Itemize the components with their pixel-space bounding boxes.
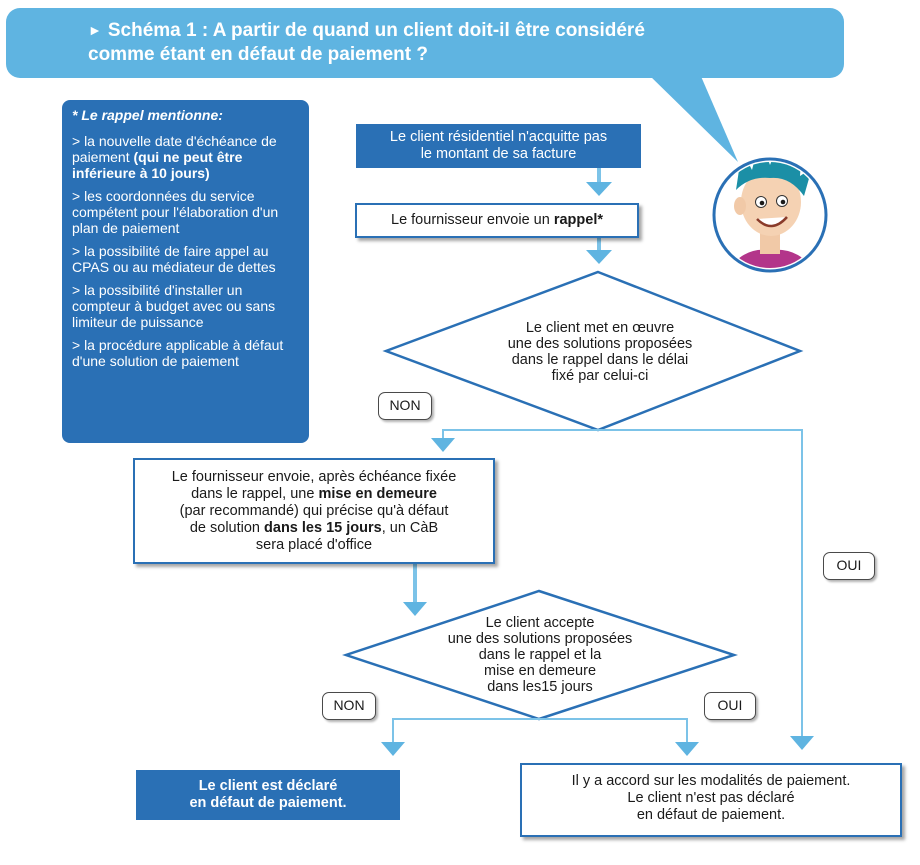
title-banner <box>6 8 844 78</box>
label-non-2: NON <box>322 692 376 720</box>
label-non-1: NON <box>378 392 432 420</box>
label-oui-1: OUI <box>823 552 875 580</box>
play-triangle-icon: ► <box>88 22 102 38</box>
speech-bubble-tail <box>648 74 738 162</box>
note-item: > la procédure applicable à défaut d'une… <box>72 337 284 369</box>
rappel-note-panel: * Le rappel mentionne: > la nouvelle dat… <box>62 100 309 443</box>
arrow-head <box>381 742 405 756</box>
arrow-head <box>586 250 612 264</box>
note-item: > les coordonnées du service compétent p… <box>72 188 279 236</box>
note-title: * Le rappel mentionne: <box>72 107 223 123</box>
decision-2-text: Le client accepte une des solutions prop… <box>447 615 633 695</box>
arrow-head <box>790 736 814 750</box>
mise-en-demeure-node: Le fournisseur envoie, après échéance fi… <box>133 458 495 564</box>
note-item: > la possibilité d'installer un compteur… <box>72 282 276 330</box>
accord-node: Il y a accord sur les modalités de paiem… <box>520 763 902 837</box>
note-item: > la nouvelle date d'échéance de paiemen… <box>72 133 277 181</box>
arrow-head <box>431 438 455 452</box>
arrow-head <box>586 182 612 196</box>
arrow-head <box>675 742 699 756</box>
note-item: > la possibilité de faire appel au CPAS … <box>72 243 276 275</box>
boy-avatar-icon <box>712 157 828 273</box>
diagram-title: ►Schéma 1 : A partir de quand un client … <box>88 20 645 65</box>
rappel-node: Le fournisseur envoie un rappel* <box>355 203 639 238</box>
label-oui-2: OUI <box>704 692 756 720</box>
arrow-head <box>403 602 427 616</box>
decision-1-text: Le client met en œuvre une des solutions… <box>507 320 693 384</box>
